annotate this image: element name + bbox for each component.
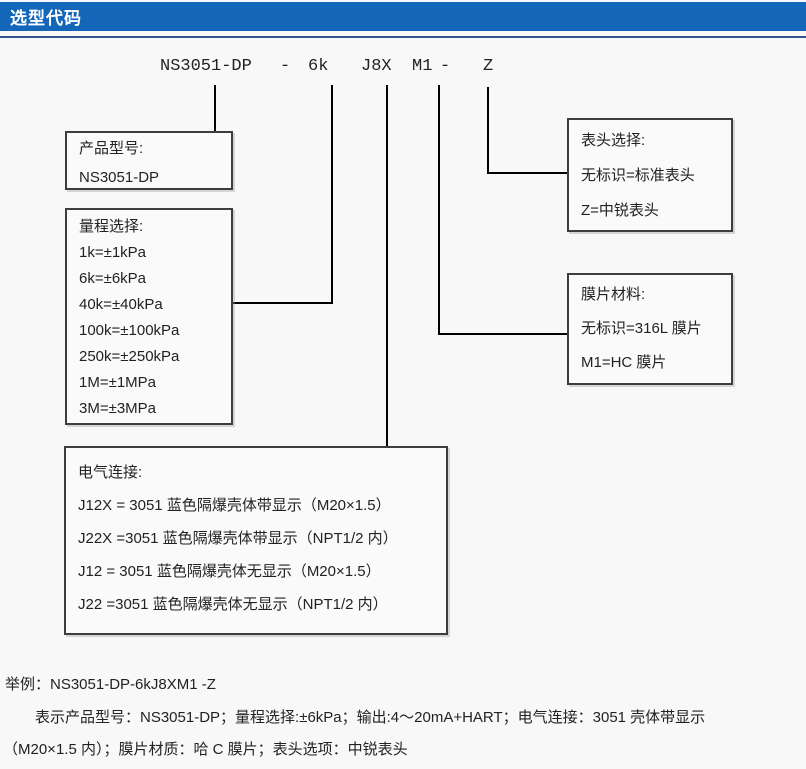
header-divider-line [0,36,806,38]
connector-diaphragm-vline [438,85,440,335]
box-range-option: 100k=±100kPa [79,322,180,339]
connector-display-vline [487,87,489,174]
box-display-selection: 表头选择: 无标识=标准表头 Z=中锐表头 [567,118,733,232]
code-segment-dash2: - [440,57,451,76]
code-segment-range: 6k [308,57,329,76]
connector-range-vline [331,85,333,304]
box-range-option: 250k=±250kPa [79,348,180,365]
box-electrical-connection: 电气连接: J12X = 3051 蓝色隔爆壳体带显示（M20×1.5） J22… [64,446,448,635]
code-segment-diaphragm: M1 [412,57,433,76]
box-electrical-option: J12 = 3051 蓝色隔爆壳体无显示（M20×1.5） [78,563,381,580]
box-range-selection: 量程选择: 1k=±1kPa 6k=±6kPa 40k=±40kPa 100k=… [65,208,233,425]
connector-display-hline [487,172,567,174]
box-range-title: 量程选择: [79,218,144,235]
code-segment-display: Z [483,57,494,76]
box-diaphragm-material: 膜片材料: 无标识=316L 膜片 M1=HC 膜片 [567,273,733,385]
example-explanation-line1: 表示产品型号：NS3051-DP；量程选择:±6kPa；输出:4～20mA+HA… [35,709,706,726]
box-electrical-option: J22X =3051 蓝色隔爆壳体带显示（NPT1/2 内） [78,530,398,547]
box-range-option: 3M=±3MPa [79,400,157,417]
section-header-bar: 选型代码 [0,2,806,31]
box-diaphragm-option: M1=HC 膜片 [581,354,667,371]
code-segment-model: NS3051-DP [160,57,252,76]
box-diaphragm-option: 无标识=316L 膜片 [581,320,702,337]
box-display-option: Z=中锐表头 [581,202,659,219]
box-range-option: 6k=±6kPa [79,270,147,287]
box-display-title: 表头选择: [581,132,646,149]
code-segment-dash: - [280,57,291,76]
box-range-option: 40k=±40kPa [79,296,163,313]
box-display-option: 无标识=标准表头 [581,167,695,184]
box-range-option: 1k=±1kPa [79,244,147,261]
section-title: 选型代码 [10,9,82,28]
example-code-line: 举例：NS3051-DP-6kJ8XM1 -Z [5,676,216,693]
box-electrical-option: J22 =3051 蓝色隔爆壳体无显示（NPT1/2 内） [78,596,388,613]
connector-diaphragm-hline [438,333,567,335]
box-product-title: 产品型号: [79,140,144,157]
box-product-model: 产品型号: NS3051-DP [65,131,233,190]
box-diaphragm-title: 膜片材料: [581,286,646,303]
connector-range-hline [233,302,333,304]
box-range-option: 1M=±1MPa [79,374,157,391]
connector-electrical-vline [386,85,388,446]
box-electrical-title: 电气连接: [78,464,143,481]
box-electrical-option: J12X = 3051 蓝色隔爆壳体带显示（M20×1.5） [78,497,391,514]
example-explanation-line2: （M20×1.5 内）；膜片材质：哈 C 膜片；表头选项：中锐表头 [3,741,408,758]
connector-product-vline [214,85,216,131]
box-product-line: NS3051-DP [79,169,160,186]
code-segment-electrical: J8X [361,57,392,76]
